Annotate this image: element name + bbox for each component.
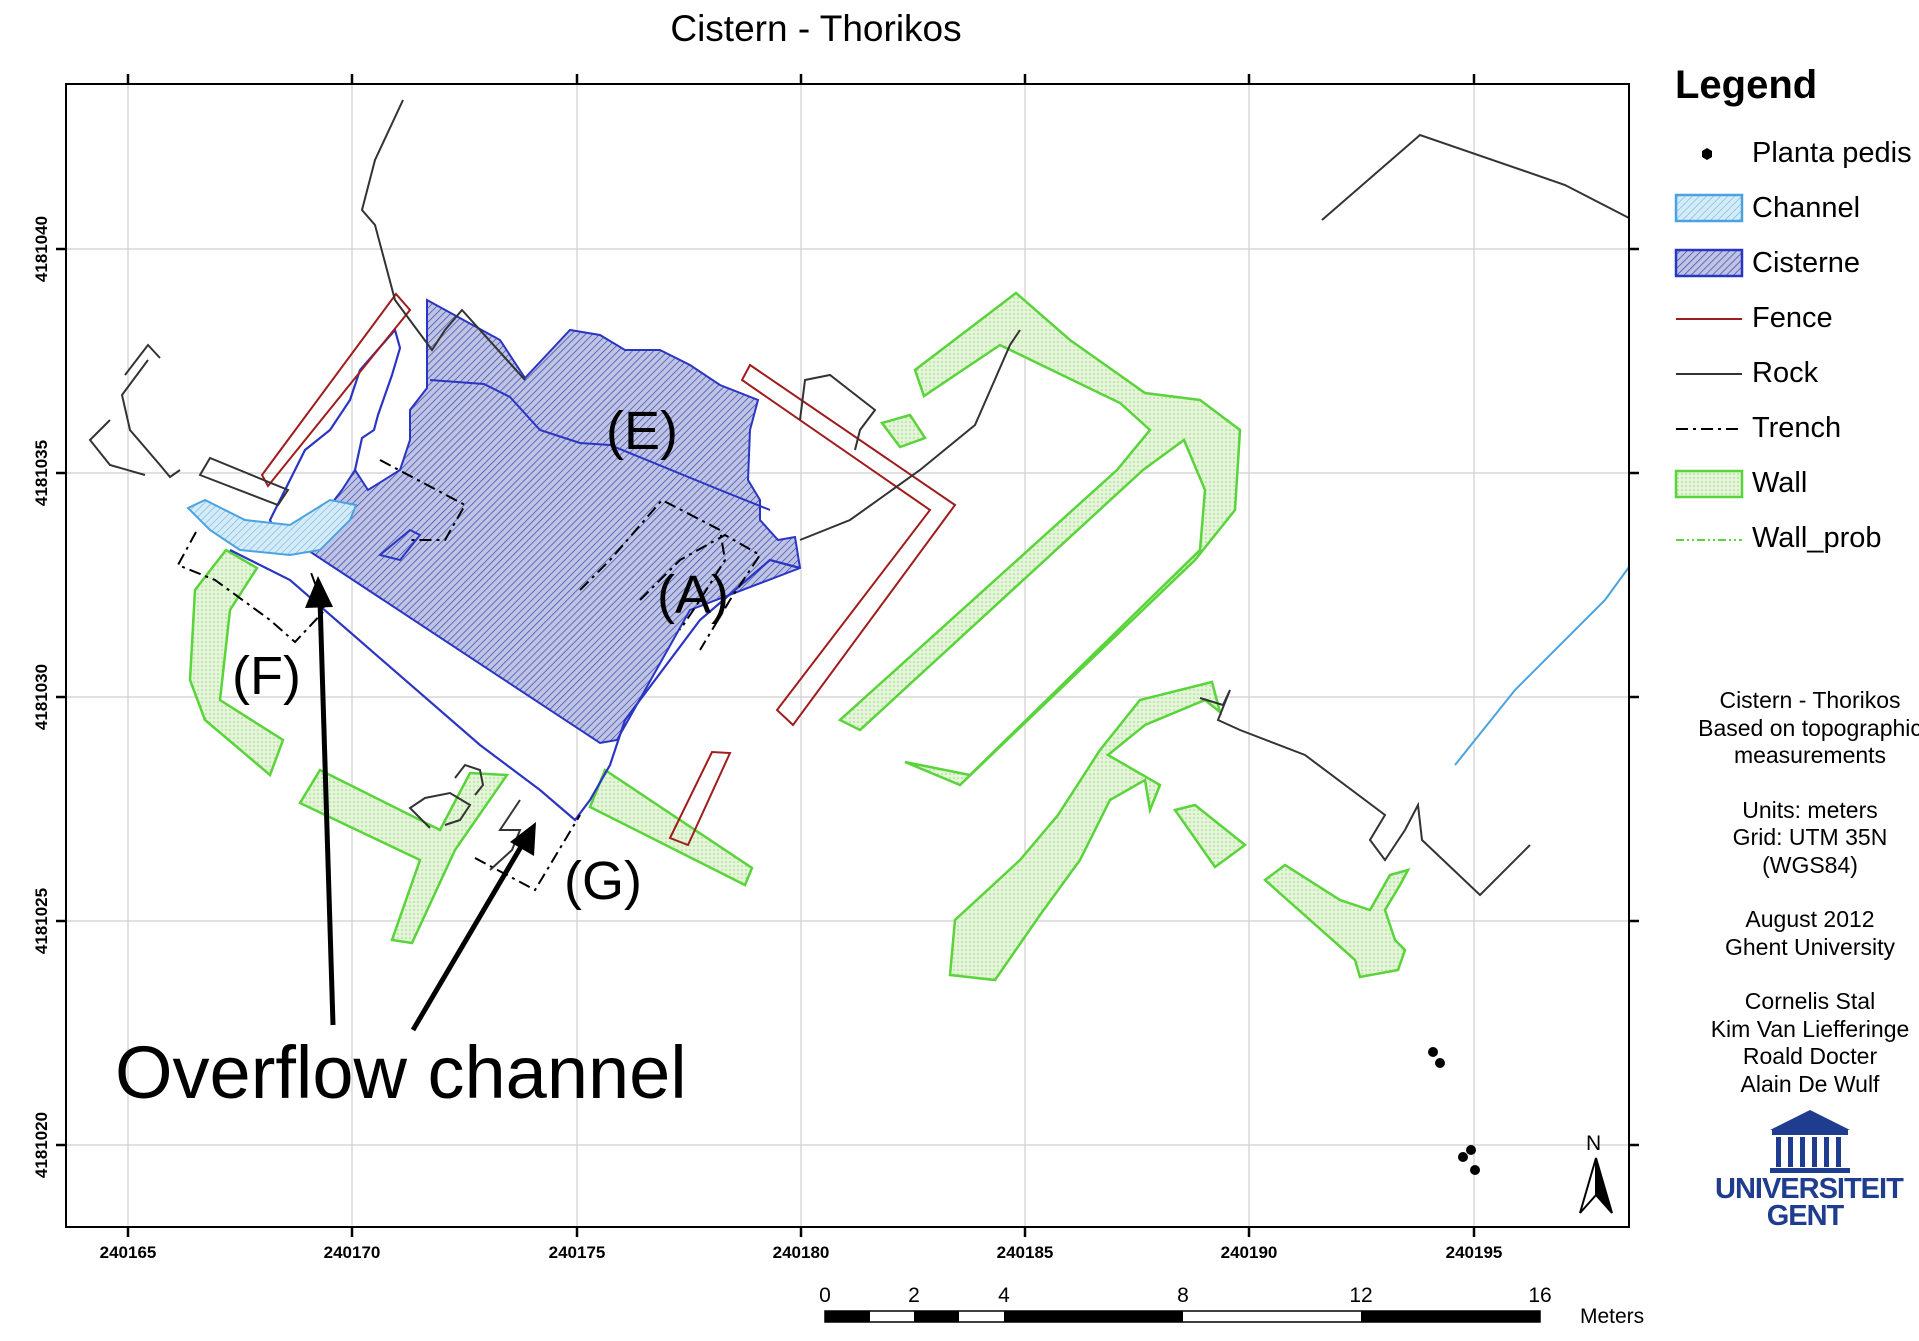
cistern xyxy=(298,298,802,745)
overflow-arrows xyxy=(305,576,536,1032)
info-line: measurements xyxy=(1733,742,1887,768)
map-title: Cistern - Thorikos xyxy=(670,8,962,49)
trench-features xyxy=(176,459,762,892)
info-line: Grid: UTM 35N xyxy=(1732,824,1888,850)
legend-item-rock: Rock xyxy=(1752,357,1819,389)
x-tick-label: 240180 xyxy=(772,1243,830,1262)
scale-label: 0 xyxy=(819,1284,831,1307)
x-tick-label: 240175 xyxy=(548,1243,606,1262)
north-arrow-icon xyxy=(1579,1157,1613,1214)
info-authors-block: Cornelis Stal Kim Van Liefferinge Roald … xyxy=(1672,988,1919,1098)
label-a: (A) xyxy=(657,565,729,625)
map-info: Cistern - Thorikos Based on topographic … xyxy=(1672,687,1919,1125)
x-tick-label: 240170 xyxy=(323,1243,381,1262)
y-tick-label: 4181020 xyxy=(32,1111,51,1179)
axis-ticks xyxy=(56,74,1639,1237)
y-tick-label: 4181035 xyxy=(32,439,51,507)
legend-item-planta-pedis: Planta pedis xyxy=(1752,137,1912,169)
info-line: Cornelis Stal xyxy=(1744,988,1876,1014)
info-line: Roald Docter xyxy=(1742,1043,1878,1069)
grid-lines xyxy=(66,84,1629,1227)
university-logo-icon xyxy=(1770,1110,1850,1173)
legend-symbols xyxy=(1674,148,1744,541)
legend-channel-symbol xyxy=(1674,193,1744,223)
map-frame xyxy=(65,83,1630,1228)
legend-cisterne-symbol xyxy=(1674,248,1744,278)
wall-features xyxy=(188,291,1411,982)
legend-item-fence: Fence xyxy=(1752,302,1833,334)
info-line: Alain De Wulf xyxy=(1740,1070,1880,1097)
legend-item-cisterne: Cisterne xyxy=(1752,247,1860,279)
y-tick-label: 4181030 xyxy=(32,663,51,731)
info-line: Units: meters xyxy=(1742,796,1878,823)
legend-item-wall: Wall xyxy=(1752,467,1808,499)
planta-pedis-markers xyxy=(1428,1047,1480,1175)
scale-label: 16 xyxy=(1528,1284,1552,1307)
y-tick-label: 4181025 xyxy=(32,887,51,955)
info-date-block: August 2012 Ghent University xyxy=(1672,906,1919,961)
legend-item-wall-prob: Wall_prob xyxy=(1752,522,1882,554)
x-tick-label: 240190 xyxy=(1220,1243,1278,1262)
rock-features xyxy=(88,99,1629,897)
scale-unit-label: Meters xyxy=(1580,1305,1645,1328)
info-grid-block: Units: meters Grid: UTM 35N (WGS84) xyxy=(1672,797,1919,880)
scale-label: 4 xyxy=(998,1284,1010,1307)
logo-line: UNIVERSITEIT xyxy=(1715,1173,1904,1205)
legend-wall-symbol xyxy=(1674,469,1744,499)
university-logo-text: UNIVERSITEIT GENT xyxy=(1715,1173,1904,1232)
x-tick-label: 240185 xyxy=(996,1243,1054,1262)
x-tick-label: 240195 xyxy=(1445,1243,1503,1262)
scale-label: 2 xyxy=(908,1284,920,1307)
info-line: August 2012 xyxy=(1745,906,1875,932)
overflow-channel-label: Overflow channel xyxy=(115,1031,687,1114)
info-line: (WGS84) xyxy=(1762,851,1858,878)
label-g: (G) xyxy=(564,851,642,911)
legend-item-trench: Trench xyxy=(1752,412,1842,444)
label-e: (E) xyxy=(606,401,678,461)
legend-planta-pedis-symbol xyxy=(1702,148,1712,160)
label-f: (F) xyxy=(232,646,301,706)
info-line: Cistern - Thorikos xyxy=(1719,687,1901,713)
scale-label: 12 xyxy=(1349,1284,1373,1307)
scale-bar xyxy=(824,1310,1541,1323)
info-line: Based on topographic xyxy=(1698,714,1919,741)
y-tick-label: 4181040 xyxy=(32,215,51,283)
scale-label: 8 xyxy=(1177,1284,1189,1307)
channel xyxy=(186,498,1629,766)
legend-title: Legend xyxy=(1675,63,1818,107)
fence-features xyxy=(260,292,957,847)
logo-line: GENT xyxy=(1766,1200,1845,1232)
legend-item-channel: Channel xyxy=(1752,192,1861,224)
north-label: N xyxy=(1586,1132,1602,1155)
x-tick-label: 240165 xyxy=(99,1243,157,1262)
info-line: Kim Van Liefferinge xyxy=(1710,1015,1910,1042)
info-line: Ghent University xyxy=(1724,933,1895,960)
info-source-block: Cistern - Thorikos Based on topographic … xyxy=(1672,687,1919,770)
